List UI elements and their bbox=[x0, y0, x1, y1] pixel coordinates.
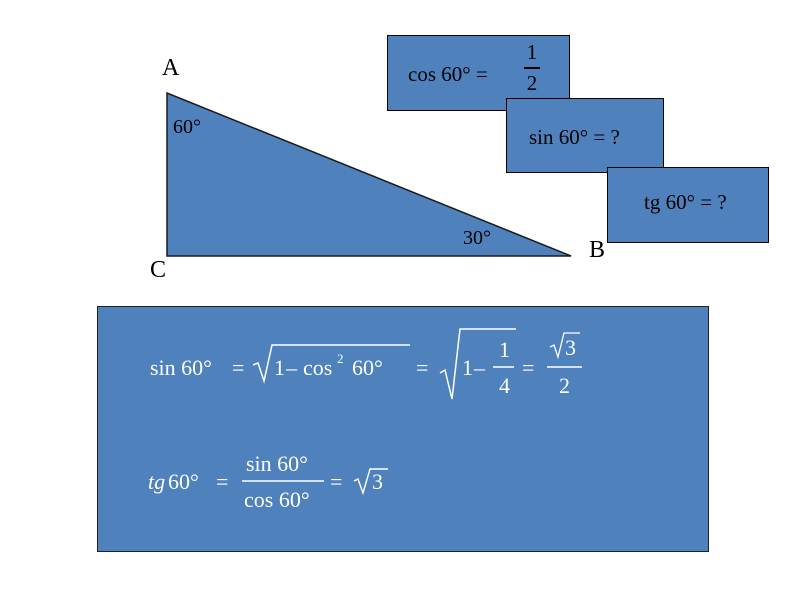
cos-text: cos 60° = bbox=[408, 62, 488, 86]
sin-text: sin 60° = ? bbox=[529, 125, 620, 149]
fraction-bar bbox=[524, 67, 540, 69]
right-triangle bbox=[166, 91, 572, 257]
equals-5: = bbox=[330, 469, 342, 494]
sqrt3-num: 3 bbox=[565, 335, 576, 360]
equals-4: = bbox=[216, 469, 228, 494]
vertex-label-c: C bbox=[150, 257, 167, 283]
one-2: 1 bbox=[462, 355, 473, 380]
equals-1: = bbox=[232, 355, 244, 380]
sqrt-sign-3 bbox=[549, 332, 580, 360]
minus-1: – bbox=[285, 355, 298, 380]
frac-den-4: 4 bbox=[499, 373, 510, 398]
one-1: 1 bbox=[274, 355, 285, 380]
angle-label-b: 30° bbox=[463, 227, 491, 249]
formula-panel: sin 60° = 1 – cos 2 60° = 1 – 1 4 = 3 2 bbox=[97, 306, 709, 552]
sin-lhs: sin 60° bbox=[150, 355, 212, 380]
sqrt-sign-4 bbox=[353, 468, 388, 496]
equals-2: = bbox=[416, 355, 428, 380]
tg-text: tg 60° = ? bbox=[644, 190, 727, 214]
vertex-label-b: B bbox=[589, 237, 606, 263]
cos-word: cos bbox=[303, 355, 332, 380]
tg-sixty: 60° bbox=[168, 469, 199, 494]
angle-label-a: 60° bbox=[173, 116, 201, 138]
vertex-label-a: A bbox=[162, 55, 180, 81]
cos-numerator: 1 bbox=[526, 40, 538, 64]
sqrt-sign-1 bbox=[252, 344, 410, 384]
card-sin: sin 60° = ? bbox=[506, 98, 664, 173]
formula-canvas: sin 60° = 1 – cos 2 60° = 1 – 1 4 = 3 2 bbox=[148, 328, 582, 512]
formula-tg: tg 60° = sin 60° cos 60° = 3 bbox=[148, 451, 388, 512]
frac-den-2: 2 bbox=[559, 373, 570, 398]
cos-fraction: 1 2 bbox=[524, 42, 540, 94]
tg-lhs: tg bbox=[148, 469, 165, 494]
cos-denominator: 2 bbox=[526, 70, 538, 95]
sin-numerator: sin 60° bbox=[246, 451, 308, 476]
equals-3: = bbox=[522, 355, 534, 380]
frac-num-1: 1 bbox=[499, 337, 510, 362]
minus-2: – bbox=[473, 355, 486, 380]
cos-denominator-formula: cos 60° bbox=[244, 487, 310, 512]
result-sqrt3: 3 bbox=[372, 469, 383, 494]
card-tg: tg 60° = ? bbox=[607, 167, 769, 243]
cos-square-exp: 2 bbox=[337, 351, 344, 366]
formula-sin: sin 60° = 1 – cos 2 60° = 1 – 1 4 = 3 2 bbox=[150, 328, 582, 400]
sqrt-sign-2 bbox=[439, 328, 516, 400]
sixty-1: 60° bbox=[352, 355, 383, 380]
